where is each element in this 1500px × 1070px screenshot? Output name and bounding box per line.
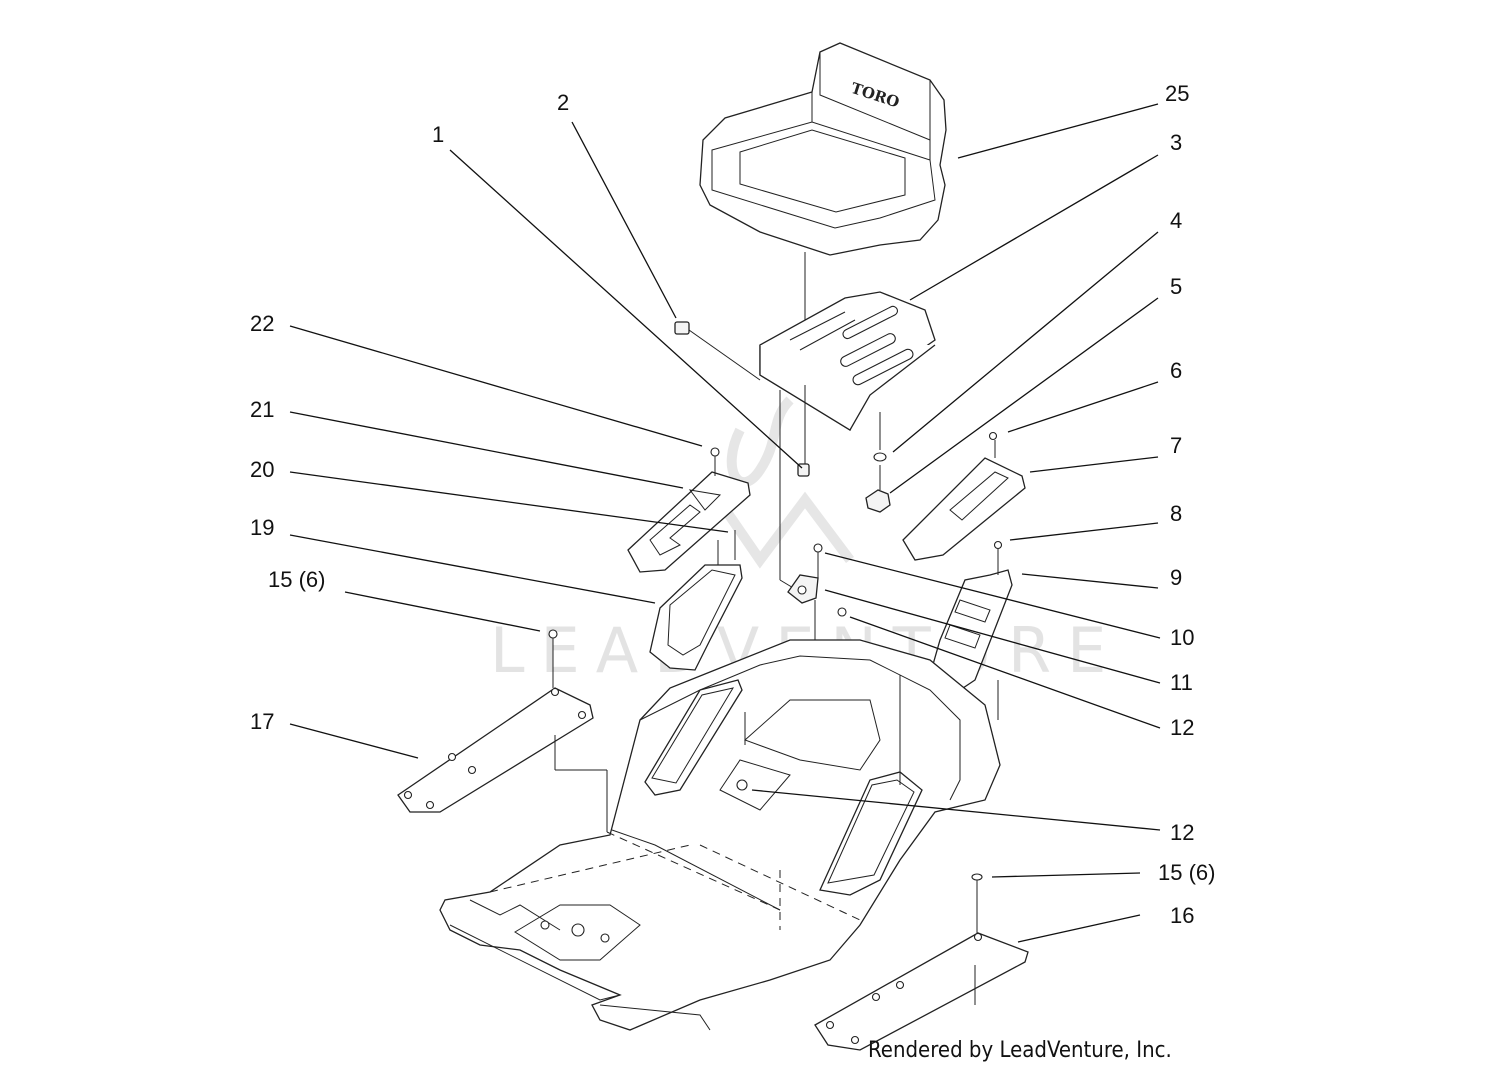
callout-6[interactable]: 6 <box>1170 358 1182 383</box>
callout-5[interactable]: 5 <box>1170 274 1182 299</box>
knob-5[interactable] <box>865 465 891 513</box>
callout-17[interactable]: 17 <box>250 709 274 734</box>
callout-11[interactable]: 11 <box>1170 670 1193 695</box>
watermark-logo <box>700 396 854 569</box>
washer-4[interactable] <box>873 452 887 462</box>
render-credit: Rendered by LeadVenture, Inc. <box>868 1038 1172 1063</box>
left-footrest[interactable] <box>397 629 608 832</box>
callout-20[interactable]: 20 <box>250 457 274 482</box>
callout-15-right[interactable]: 15 (6) <box>1158 860 1215 885</box>
callout-10[interactable]: 10 <box>1170 625 1194 650</box>
right-panel[interactable] <box>902 431 1026 561</box>
callout-labels: 1 2 25 3 4 5 6 7 8 9 10 11 12 12 15 (6) … <box>250 81 1215 928</box>
callout-25[interactable]: 25 <box>1165 81 1189 106</box>
callout-8[interactable]: 8 <box>1170 501 1182 526</box>
callout-12-upper[interactable]: 12 <box>1170 715 1194 740</box>
callout-22[interactable]: 22 <box>250 311 274 336</box>
bolt-2[interactable] <box>674 321 761 381</box>
callout-1[interactable]: 1 <box>432 122 444 147</box>
seat[interactable]: TORO <box>699 42 947 256</box>
callout-15-left[interactable]: 15 (6) <box>268 567 325 592</box>
left-insert[interactable] <box>649 540 743 671</box>
right-footrest[interactable] <box>814 873 1029 1051</box>
callout-19[interactable]: 19 <box>250 515 274 540</box>
callout-2[interactable]: 2 <box>557 90 569 115</box>
leader-lines <box>289 103 1161 943</box>
callout-21[interactable]: 21 <box>250 397 274 422</box>
callout-12-lower[interactable]: 12 <box>1170 820 1194 845</box>
callout-16[interactable]: 16 <box>1170 903 1194 928</box>
callout-7[interactable]: 7 <box>1170 433 1182 458</box>
callout-9[interactable]: 9 <box>1170 565 1182 590</box>
fender-deck[interactable] <box>439 639 1001 1031</box>
callout-3[interactable]: 3 <box>1170 130 1182 155</box>
seat-bracket[interactable] <box>759 291 936 431</box>
left-panel[interactable] <box>627 447 751 573</box>
callout-4[interactable]: 4 <box>1170 208 1182 233</box>
